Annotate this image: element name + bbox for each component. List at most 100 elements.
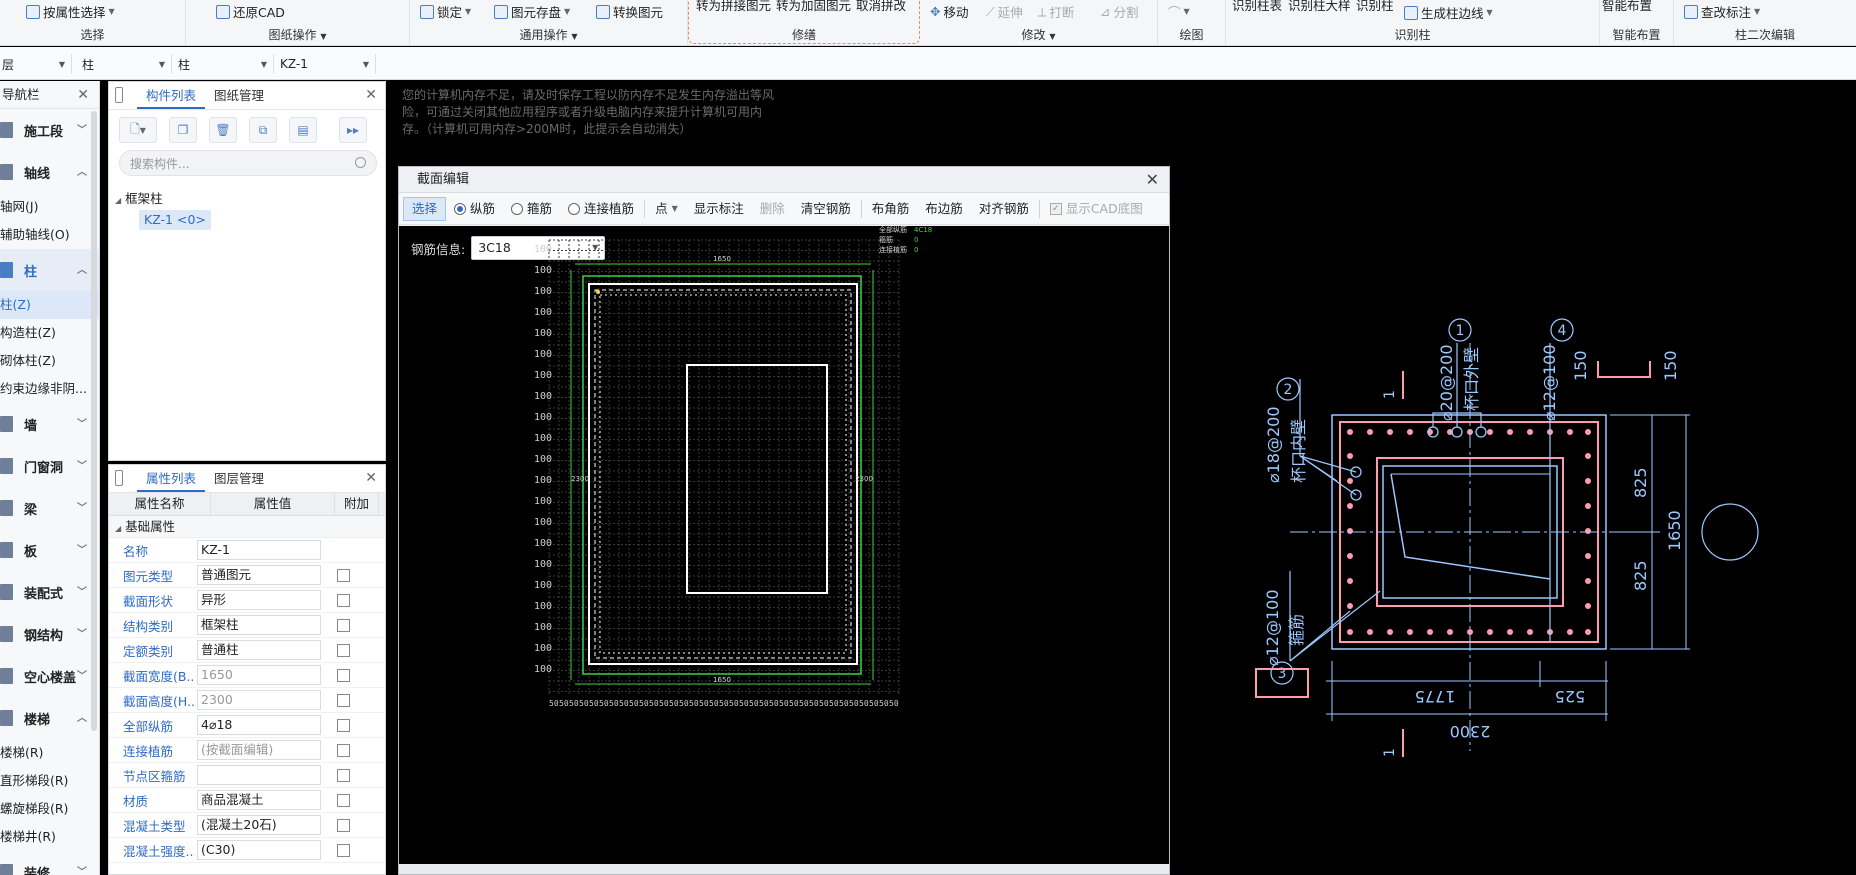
property-value[interactable]: 异形	[197, 590, 321, 610]
nav-item-spiral-flight[interactable]: 螺旋梯段(R)	[0, 801, 69, 816]
show-label-button[interactable]: 显示标注	[693, 200, 744, 216]
nav-category-slab[interactable]: 板﹀	[0, 529, 99, 571]
nav-item-aux-axis[interactable]: 辅助轴线(O)	[0, 227, 70, 242]
property-value[interactable]: 4⌀18	[197, 715, 321, 735]
property-value[interactable]: 框架柱	[197, 615, 321, 635]
close-icon[interactable]: ✕	[365, 87, 377, 103]
close-icon[interactable]: ✕	[365, 470, 377, 486]
nav-category-door[interactable]: 门窗洞﹀	[0, 445, 99, 487]
extra-checkbox[interactable]	[337, 568, 350, 582]
cancel-splice-button[interactable]: 取消拼改	[856, 0, 907, 13]
extra-checkbox[interactable]	[337, 618, 350, 632]
property-value[interactable]: 普通柱	[197, 640, 321, 660]
smart-layout-button[interactable]: 智能布置	[1602, 0, 1653, 13]
save-element-button[interactable]: 图元存盘 ▼	[494, 2, 570, 21]
group-caption[interactable]: 图纸操作 ▼	[268, 28, 327, 42]
group-caption[interactable]: 修改 ▼	[1021, 28, 1056, 42]
nav-item-grid[interactable]: 轴网(J)	[0, 199, 39, 214]
convert-element-button[interactable]: 转换图元	[596, 2, 663, 21]
nav-item-straight-flight[interactable]: 直形梯段(R)	[0, 773, 69, 788]
identify-column-detail-button[interactable]: 识别柱大样	[1288, 0, 1351, 13]
generate-column-edge-button[interactable]: 生成柱边线 ▼	[1404, 3, 1493, 22]
stirrup-radio[interactable]: 箍筋	[503, 198, 560, 220]
extra-checkbox[interactable]	[337, 843, 350, 857]
arc-draw-button[interactable]: ⌒ ▼	[1168, 2, 1190, 21]
delete-button[interactable]: 删除	[759, 200, 785, 216]
nav-item-boundary-column[interactable]: 约束边缘非阴...	[0, 381, 87, 396]
extra-checkbox[interactable]	[337, 718, 350, 732]
nav-item-stair[interactable]: 楼梯(R)	[0, 745, 44, 760]
nav-category-construction[interactable]: 施工段﹀	[0, 109, 99, 151]
property-value[interactable]: 2300	[197, 690, 321, 710]
corner-rebar-button[interactable]: 布角筋	[871, 200, 910, 216]
clear-rebar-button[interactable]: 清空钢筋	[800, 200, 851, 216]
property-value[interactable]: (C30)	[197, 840, 321, 860]
property-value[interactable]: 普通图元	[197, 565, 321, 585]
component-search-input[interactable]: 搜索构件...	[119, 150, 377, 176]
tab-layer-management[interactable]: 图层管理	[214, 471, 265, 486]
nav-category-decor[interactable]: 装修﹀	[0, 851, 99, 875]
break-button[interactable]: ⟂ 打断	[1038, 3, 1075, 21]
extra-checkbox[interactable]	[337, 793, 350, 807]
extra-checkbox[interactable]	[337, 768, 350, 782]
import-component-button[interactable]: ▤	[289, 117, 317, 143]
restore-cad-button[interactable]: 还原CAD	[216, 2, 285, 21]
nav-item-column[interactable]: 柱(Z)	[0, 291, 99, 319]
select-by-attribute-button[interactable]: 按属性选择 ▼	[26, 2, 115, 21]
property-value[interactable]: KZ-1	[197, 540, 321, 560]
new-component-button[interactable]: 🗋▼	[119, 117, 157, 143]
move-button[interactable]: ✥ 移动	[930, 4, 969, 20]
nav-category-beam[interactable]: 梁﹀	[0, 487, 99, 529]
pin-icon[interactable]	[115, 87, 123, 103]
property-value[interactable]: (混凝土20石)	[197, 815, 321, 835]
more-button[interactable]: ▸▸	[339, 117, 367, 143]
longitudinal-radio[interactable]: 纵筋	[446, 198, 503, 220]
convert-reinforce-button[interactable]: 转为加固图元	[776, 0, 852, 13]
nav-scrollbar[interactable]	[91, 111, 97, 731]
delete-component-button[interactable]: 🗑	[209, 117, 237, 143]
tab-drawing-management[interactable]: 图纸管理	[214, 88, 265, 103]
copy-component-button[interactable]: ❐	[169, 117, 197, 143]
tree-leaf-kz1[interactable]: KZ-1 <0>	[139, 210, 211, 230]
property-value[interactable]	[197, 765, 321, 785]
nav-category-steel[interactable]: 钢结构﹀	[0, 613, 99, 655]
close-icon[interactable]: ✕	[1145, 170, 1159, 189]
split-button[interactable]: ⊿ 分割	[1100, 4, 1139, 20]
extra-checkbox[interactable]	[337, 693, 350, 707]
select-tool-button[interactable]: 选择	[403, 196, 447, 221]
component-select[interactable]: KZ-1▼	[278, 54, 376, 74]
point-mode-dropdown[interactable]: 点▼	[647, 198, 686, 220]
check-label-button[interactable]: 查改标注 ▼	[1684, 2, 1760, 21]
category-select[interactable]: 柱▼	[80, 54, 172, 74]
nav-category-column[interactable]: 柱︿	[0, 249, 99, 291]
close-icon[interactable]: ✕	[77, 87, 89, 103]
identify-column-table-button[interactable]: 识别柱表	[1232, 0, 1283, 13]
group-caption[interactable]: 通用操作 ▼	[519, 28, 578, 42]
tab-property-list[interactable]: 属性列表	[137, 465, 206, 492]
extra-checkbox[interactable]	[337, 818, 350, 832]
property-value[interactable]: 商品混凝土	[197, 790, 321, 810]
nav-item-constructional-column[interactable]: 构造柱(Z)	[0, 325, 56, 340]
extend-button[interactable]: ⟋ 延伸	[986, 3, 1023, 21]
property-value[interactable]: 1650	[197, 665, 321, 685]
property-group-basic[interactable]: ◢ 基础属性	[109, 516, 385, 538]
tab-component-list[interactable]: 构件列表	[137, 82, 206, 109]
nav-item-stair-well[interactable]: 楼梯井(R)	[0, 829, 56, 844]
convert-splice-button[interactable]: 转为拼接图元	[696, 0, 772, 13]
edge-rebar-button[interactable]: 布边筋	[925, 200, 963, 216]
align-rebar-button[interactable]: 对齐钢筋	[978, 200, 1029, 216]
duplicate-layer-button[interactable]: ⧉	[249, 117, 277, 143]
planted-bar-radio[interactable]: 连接植筋	[560, 198, 642, 220]
extra-checkbox[interactable]	[337, 593, 350, 607]
nav-category-stair[interactable]: 楼梯︿	[0, 697, 99, 739]
extra-checkbox[interactable]	[337, 668, 350, 682]
pin-icon[interactable]	[115, 470, 123, 486]
nav-category-prefab[interactable]: 装配式﹀	[0, 571, 99, 613]
nav-item-masonry-column[interactable]: 砌体柱(Z)	[0, 353, 56, 368]
nav-category-wall[interactable]: 墙﹀	[0, 403, 99, 445]
extra-checkbox[interactable]	[337, 743, 350, 757]
nav-category-hollow[interactable]: 空心楼盖﹀	[0, 655, 99, 697]
identify-column-button[interactable]: 识别柱	[1356, 0, 1394, 13]
show-cad-checkbox[interactable]: ✓显示CAD底图	[1042, 198, 1151, 220]
